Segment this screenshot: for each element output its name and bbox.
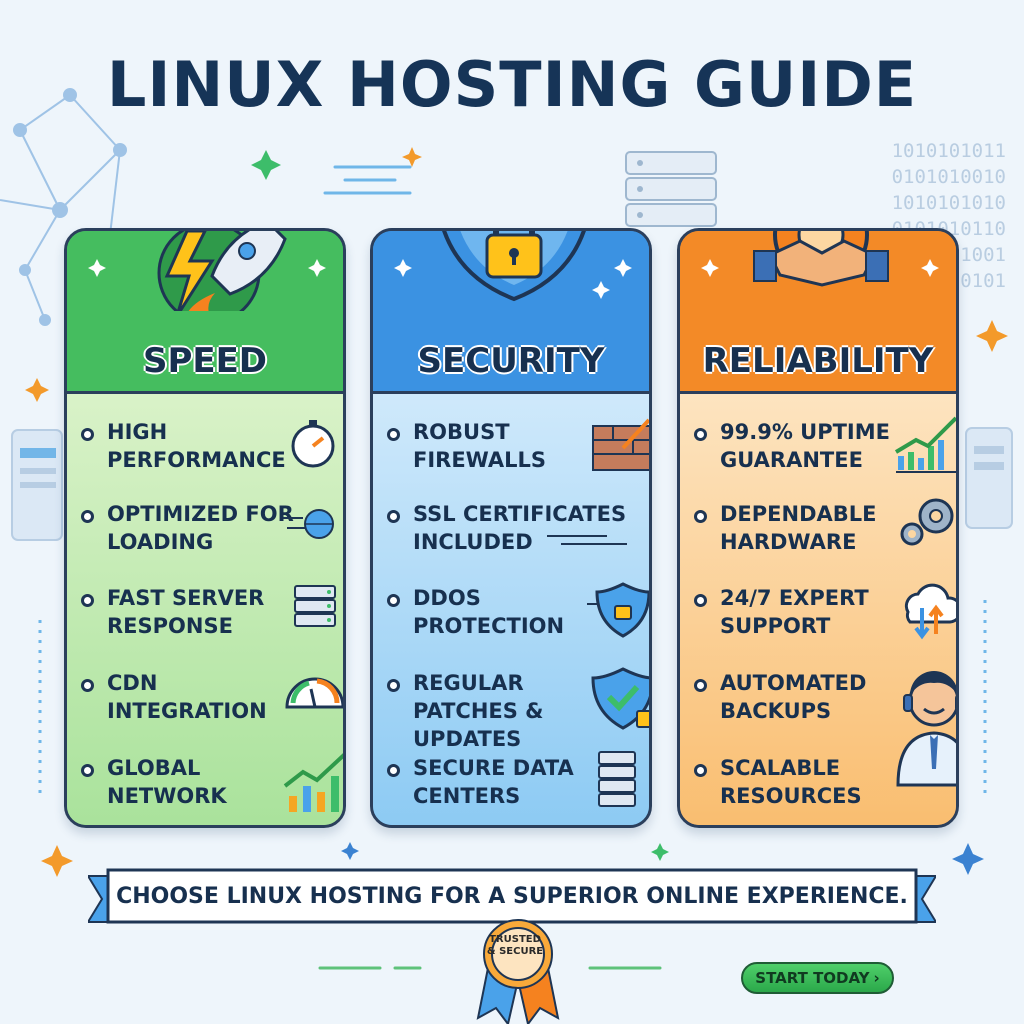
list-item: CDN INTEGRATION — [81, 669, 343, 729]
reliability-column: RELIABILITY 99.9% UPTIME GUARANTEE DEPEN — [677, 228, 959, 828]
list-item-label: SECURE DATA CENTERS — [413, 756, 574, 808]
list-item: REGULAR PATCHES & UPDATES — [387, 667, 649, 751]
list-item: DDoS PROTECTION — [387, 582, 649, 644]
list-item: FAST SERVER RESPONSE — [81, 584, 343, 644]
trusted-badge-icon — [476, 919, 560, 1024]
list-item-label: SCALABLE RESOURCES — [720, 756, 862, 808]
shield-lock-icon — [442, 231, 586, 302]
list-item: 99.9% UPTIME GUARANTEE — [694, 416, 956, 478]
list-item: OPTIMIZED FOR LOADING — [81, 500, 343, 560]
list-item-label: DEPENDABLE HARDWARE — [720, 502, 877, 554]
server-stack-deco-icon — [625, 151, 717, 227]
banner-ribbon — [88, 868, 936, 924]
chevron-right-icon: › — [873, 969, 880, 987]
reliability-list: 99.9% UPTIME GUARANTEE DEPENDABLE HARDWA… — [680, 391, 956, 825]
list-item: 24/7 EXPERT SUPPORT — [694, 583, 956, 644]
badge-text: TRUSTED & SECURE — [486, 934, 544, 957]
server-rack-icon — [598, 751, 636, 807]
list-item: ROBUST FIREWALLS — [387, 418, 649, 478]
stopwatch-icon — [291, 420, 335, 468]
banner-text: CHOOSE LINUX HOSTING FOR A SUPERIOR ONLI… — [116, 884, 908, 909]
list-item: AUTOMATED BACKUPS — [694, 669, 956, 787]
shield-lock-circuit-icon — [587, 582, 649, 638]
speed-header: SPEED — [67, 231, 343, 391]
reliability-title: RELIABILITY — [702, 341, 934, 381]
list-item-label: CDN INTEGRATION — [107, 671, 267, 723]
binary-text: 1010101010 — [891, 192, 1006, 214]
list-item-label: OPTIMIZED FOR LOADING — [107, 502, 294, 554]
list-item-label: AUTOMATED BACKUPS — [720, 671, 867, 723]
gears-icon — [900, 498, 954, 546]
growth-chart-icon — [283, 753, 343, 812]
ssl-lines-icon — [547, 535, 627, 545]
page-title: LINUX HOSTING GUIDE — [106, 48, 918, 121]
list-item: SCALABLE RESOURCES — [694, 754, 956, 814]
uptime-chart-icon — [894, 416, 956, 473]
list-item: HIGH PERFORMANCE — [81, 418, 343, 478]
list-item-label: FAST SERVER RESPONSE — [107, 586, 265, 638]
reliability-header: RELIABILITY — [680, 231, 956, 391]
speedometer-icon — [285, 677, 343, 709]
sparkle-icons — [25, 147, 1008, 877]
speed-list: HIGH PERFORMANCE OPTIMIZED FOR LOADING — [67, 391, 343, 825]
security-header: SECURITY — [373, 231, 649, 391]
handshake-gear-icon — [753, 231, 889, 287]
binary-text: 0101010010 — [891, 166, 1006, 188]
security-title: SECURITY — [417, 341, 605, 381]
firewall-icon — [592, 418, 649, 471]
rocket-bolt-icon — [157, 231, 287, 311]
shield-check-icon — [591, 667, 649, 730]
cloud-sync-icon — [904, 583, 956, 640]
server-stack-icon — [294, 585, 336, 627]
list-item: DEPENDABLE HARDWARE — [694, 498, 956, 560]
list-item: SSL CERTIFICATES INCLUDED — [387, 500, 649, 560]
list-item-label: DDoS PROTECTION — [413, 586, 565, 638]
speed-column: SPEED HIGH PERFORMANCE OPTIMIZED FOR LOA… — [64, 228, 346, 828]
list-item-label: SSL CERTIFICATES INCLUDED — [413, 502, 627, 554]
list-item: GLOBAL NETWORK — [81, 753, 343, 814]
start-today-label: START TODAY — [755, 969, 870, 987]
security-column: SECURITY ROBUST FIREWALLS SSL CERTIFICAT… — [370, 228, 652, 828]
network-graph-icon — [0, 88, 127, 326]
list-item-label: 99.9% UPTIME GUARANTEE — [720, 420, 890, 472]
list-item: SECURE DATA CENTERS — [387, 751, 649, 814]
list-item-label: GLOBAL NETWORK — [107, 756, 227, 808]
support-agent-icon — [896, 671, 956, 787]
list-item-label: REGULAR PATCHES & UPDATES — [413, 671, 544, 751]
globe-speed-icon — [283, 509, 334, 539]
binary-text: 1010101011 — [891, 140, 1006, 162]
list-item-label: ROBUST FIREWALLS — [413, 420, 547, 472]
list-item-label: 24/7 EXPERT SUPPORT — [720, 586, 869, 638]
speed-title: SPEED — [142, 341, 268, 381]
list-item-label: HIGH PERFORMANCE — [107, 420, 286, 472]
security-list: ROBUST FIREWALLS SSL CERTIFICATES INCLUD… — [373, 391, 649, 825]
start-today-button[interactable]: START TODAY› — [741, 962, 894, 994]
